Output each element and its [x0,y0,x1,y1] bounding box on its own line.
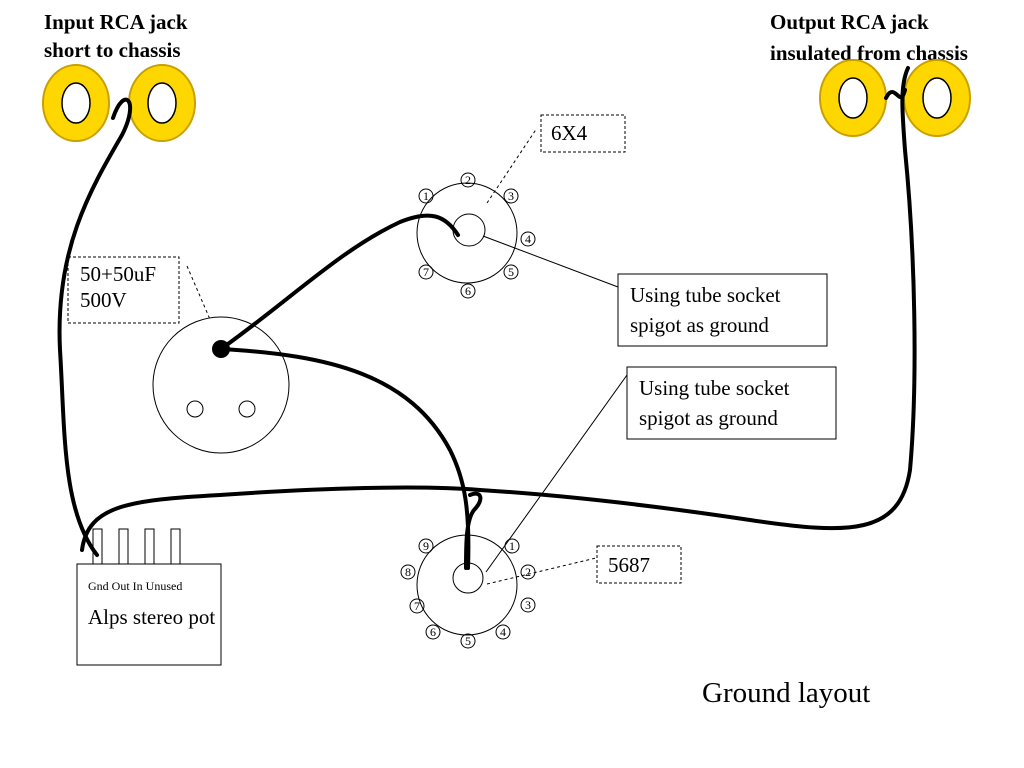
note-6x4-line2: spigot as ground [630,313,769,337]
capacitor-terminal-right [238,400,256,418]
pin-5687-2: 2 [525,565,531,579]
wire-input-jack-to-pot [57,97,133,557]
note-box-6x4 [617,273,828,347]
label-box-5687 [596,545,682,584]
pin-5687-1: 1 [509,539,515,553]
input-jack-label-line2: short to chassis [44,38,181,62]
pot-body [76,563,222,666]
capacitor-label-box [67,256,180,324]
tube-socket-6x4: 1 2 3 4 5 6 7 [416,172,536,299]
note-5687-line1: Using tube socket [639,376,790,400]
capacitor-label-line1: 50+50uF [80,262,156,286]
input-jack-label-line1: Input RCA jack [44,10,188,34]
label-box-6x4 [540,114,626,153]
tube-socket-5687: 1 2 3 4 5 6 7 8 9 [400,534,536,649]
tube-5687-label: 5687 [608,553,650,577]
pot-pins-caption: Gnd Out In Unused [88,579,182,593]
alps-stereo-pot: Gnd Out In Unused Alps stereo pot [76,528,222,666]
pin-5687-3: 3 [525,598,531,612]
note-5687-line2: spigot as ground [639,406,778,430]
pin-6x4-4: 4 [525,232,531,246]
input-rca-jack [42,64,196,142]
pin-5687-9: 9 [423,539,429,553]
pin-5687-5: 5 [465,634,471,648]
pot-lug-gnd [92,528,103,565]
wire-output-jack-link [884,88,907,100]
pin-5687-6: 6 [430,625,436,639]
pins-6x4 [418,172,536,299]
socket-spigot-6x4 [452,213,486,247]
ground-wires [57,66,917,570]
capacitor-can [152,316,290,454]
pin-5687-7: 7 [414,599,420,613]
pin-6x4-2: 2 [465,173,471,187]
note-box-5687 [626,366,837,440]
pot-lug-out [118,528,129,565]
diagram-title: Ground layout [702,677,870,709]
pot-lug-in [144,528,155,565]
pin-6x4-7: 7 [423,265,429,279]
pot-name: Alps stereo pot [88,605,215,629]
capacitor-label-line2: 500V [80,288,127,312]
pin-6x4-6: 6 [465,284,471,298]
pin-6x4-5: 5 [508,265,514,279]
pin-5687-8: 8 [405,565,411,579]
output-jack-label-line1: Output RCA jack [770,10,929,34]
pot-lug-unused [170,528,181,565]
capacitor-terminal-left [186,400,204,418]
note-6x4-line1: Using tube socket [630,283,781,307]
tube-6x4-label: 6X4 [551,121,588,145]
wire-capacitor-to-6x4 [219,213,460,351]
output-rca-jack [819,59,971,137]
wire-pot-to-output-jack [80,66,917,552]
wire-capacitor-to-5687 [219,347,471,570]
pins-5687 [400,538,536,649]
pin-6x4-1: 1 [423,189,429,203]
wire-bus-to-5687 [464,491,483,570]
pin-6x4-3: 3 [508,189,514,203]
pin-5687-4: 4 [500,625,506,639]
